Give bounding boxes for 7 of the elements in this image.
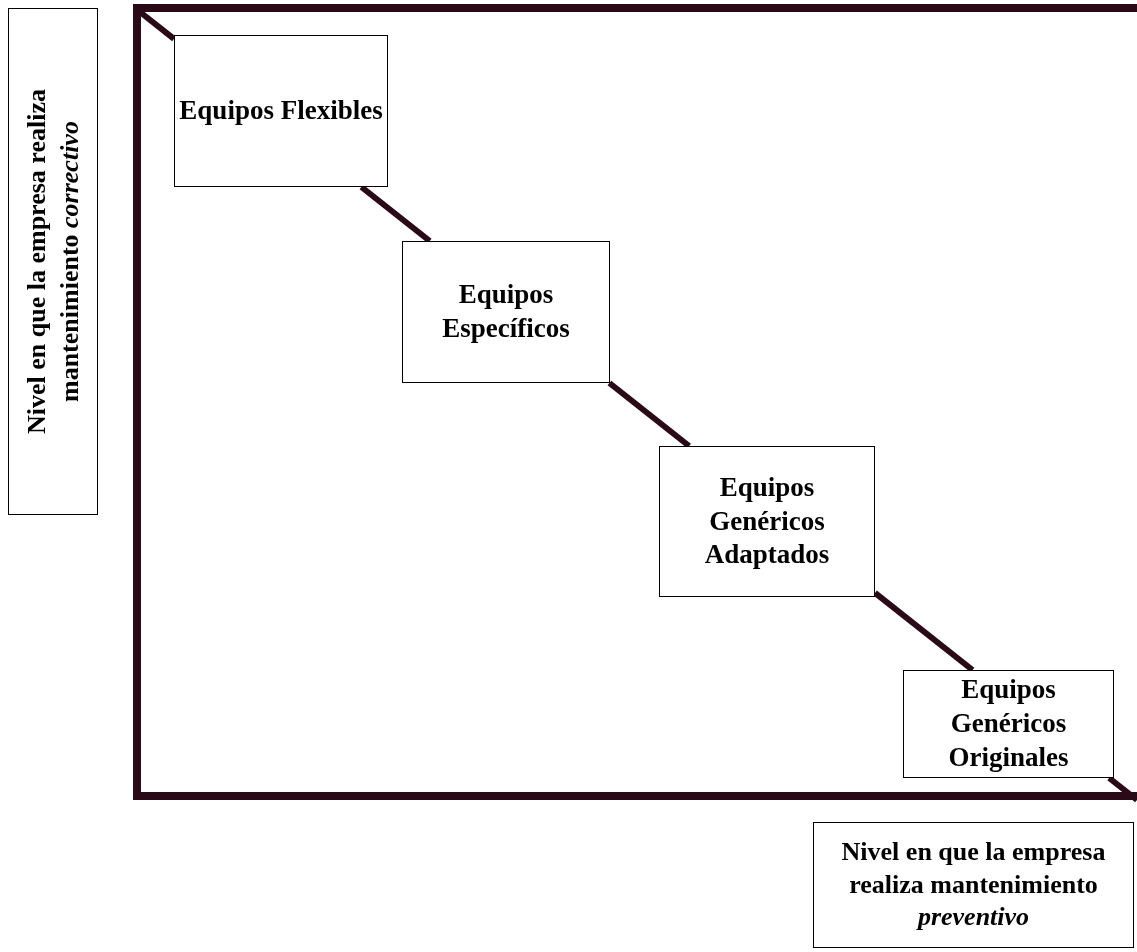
axis-label-box: Nivel en que la empresa realiza mantenimiento preventivo (813, 822, 1134, 948)
category-box: Equipos Flexibles (174, 35, 388, 187)
connector-line (138, 9, 176, 42)
connector-line (1107, 775, 1137, 803)
category-box: Equipos Genéricos Originales (903, 670, 1114, 778)
category-box: Equipos Específicos (402, 241, 610, 383)
category-box: Equipos Genéricos Adaptados (659, 446, 875, 597)
